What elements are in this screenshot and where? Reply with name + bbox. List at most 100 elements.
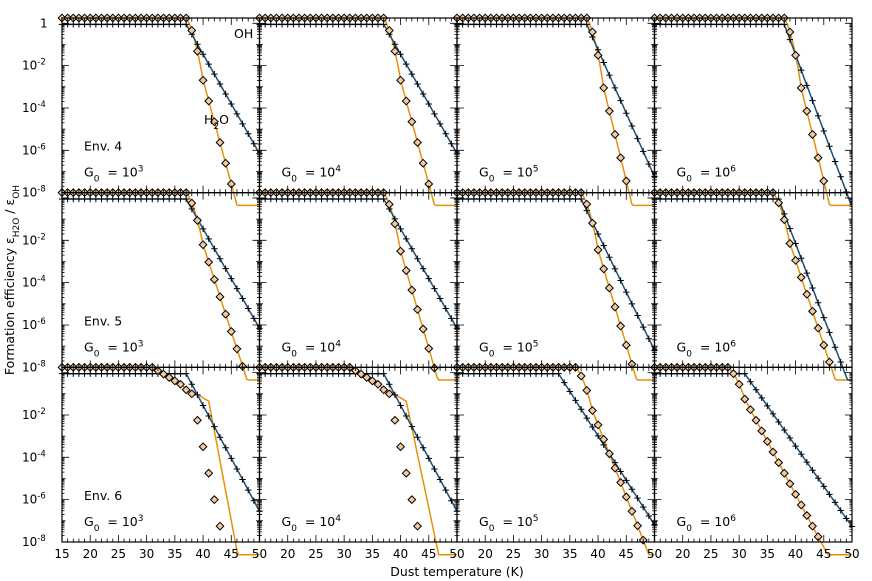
x-tick-label: 45 — [224, 547, 239, 561]
oh-marker — [250, 140, 258, 147]
x-tick-label: 40 — [195, 547, 210, 561]
oh-marker — [758, 394, 765, 402]
x-tick-label: 45 — [421, 547, 436, 561]
h2o-marker — [418, 158, 428, 168]
panel-env4-g0-5: G0 = 105 — [452, 13, 658, 207]
g0-exponent: 3 — [138, 165, 144, 175]
h2o-marker — [407, 495, 417, 505]
h2o-marker — [187, 198, 197, 208]
h2o-marker — [604, 449, 614, 459]
h2o-marker — [424, 343, 434, 353]
h2o-marker — [204, 468, 214, 478]
oh-marker — [837, 507, 844, 514]
x-tick-label: 45 — [619, 547, 634, 561]
h2o-marker — [192, 415, 202, 425]
oh-marker — [831, 344, 839, 351]
g0-label: G0 = 105 — [479, 165, 538, 185]
h2o-marker — [599, 83, 609, 93]
oh-marker — [448, 140, 455, 147]
oh-marker — [397, 225, 404, 233]
h2o-marker — [813, 153, 823, 163]
panel-env5-g0-6: G0 = 106 — [649, 188, 852, 381]
oh-marker — [222, 265, 229, 272]
g0-label: G0 = 104 — [282, 514, 342, 534]
h2o-marker — [779, 215, 789, 225]
oh-marker — [566, 388, 574, 395]
oh-marker — [199, 402, 207, 409]
h2o-marker — [616, 153, 626, 163]
g0-equals: = 10 — [498, 514, 532, 529]
oh-marker — [640, 323, 647, 331]
oh-marker — [419, 90, 427, 98]
panel-frame — [653, 366, 853, 543]
oh-marker — [611, 265, 619, 273]
oh-marker — [425, 100, 432, 108]
oh-marker — [211, 245, 218, 252]
g0-label: G0 = 106 — [677, 514, 737, 534]
x-tick-label: 50 — [449, 547, 464, 561]
oh-marker — [250, 497, 258, 504]
y-tick-label: 10-4 — [22, 275, 46, 290]
oh-marker — [205, 412, 212, 420]
h2o-marker — [401, 266, 411, 276]
oh-marker — [211, 70, 218, 78]
panel-env5-g0-5: G0 = 105 — [452, 188, 658, 381]
h2o-marker — [209, 274, 219, 284]
oh-curve — [654, 372, 853, 527]
oh-marker — [623, 477, 630, 484]
g0-sub: 0 — [686, 175, 692, 185]
oh-marker — [436, 476, 444, 483]
h2o-marker — [599, 264, 609, 274]
h2o-marker — [209, 495, 219, 505]
oh-marker — [577, 406, 585, 413]
y-tick-exponent: -4 — [37, 275, 45, 285]
oh-marker — [792, 240, 799, 247]
h2o-marker — [610, 302, 620, 312]
h2o-marker — [367, 376, 377, 386]
g0-label: G0 = 104 — [282, 339, 342, 359]
y-tick-exponent: -8 — [37, 534, 45, 544]
x-tick-label: 25 — [111, 547, 126, 561]
oh-curve — [259, 372, 458, 512]
y-tick-label: 1 — [40, 16, 48, 30]
h2o-marker — [221, 158, 231, 168]
h2o-marker — [587, 218, 597, 228]
x-tick-label: 45 — [816, 547, 831, 561]
y-tick-exponent: -2 — [37, 407, 45, 417]
y-axis-title: Formation efficiency εH2O / εOH — [2, 185, 22, 375]
oh-marker — [397, 402, 404, 409]
x-tick-label: 35 — [562, 547, 577, 561]
oh-marker — [419, 265, 427, 272]
h2o-marker — [604, 106, 614, 116]
oh-marker — [239, 295, 246, 302]
g0-label: G0 = 105 — [479, 339, 538, 359]
g0-exponent: 3 — [138, 514, 144, 524]
x-tick-label: 30 — [732, 547, 747, 561]
y-tick-exponent: -6 — [37, 492, 45, 502]
oh-marker — [425, 455, 432, 462]
oh-marker — [188, 381, 195, 388]
h2o-marker — [204, 257, 214, 267]
oh-marker — [408, 70, 416, 78]
oh-marker — [814, 112, 822, 120]
oh-marker — [606, 71, 613, 79]
h2o-marker — [785, 27, 795, 37]
y-tick-label: 10-4 — [22, 449, 46, 464]
y-axis-sub-h2o: H2O — [12, 218, 22, 238]
oh-marker — [634, 494, 641, 502]
x-tick-label: 20 — [478, 547, 493, 561]
g0-exponent: 5 — [533, 165, 539, 175]
g0-label: G0 = 106 — [677, 165, 737, 185]
y-tick-label: 10-4 — [22, 100, 46, 115]
oh-marker — [623, 288, 630, 296]
h2o-marker — [215, 292, 225, 302]
oh-marker — [798, 450, 805, 458]
oh-marker — [391, 41, 399, 48]
h2o-marker — [621, 176, 631, 186]
oh-marker — [798, 66, 805, 74]
oh-marker — [594, 432, 602, 440]
panel-env4-g0-4: G0 = 104 — [254, 13, 461, 207]
oh-marker — [820, 314, 827, 321]
oh-marker — [397, 51, 404, 58]
